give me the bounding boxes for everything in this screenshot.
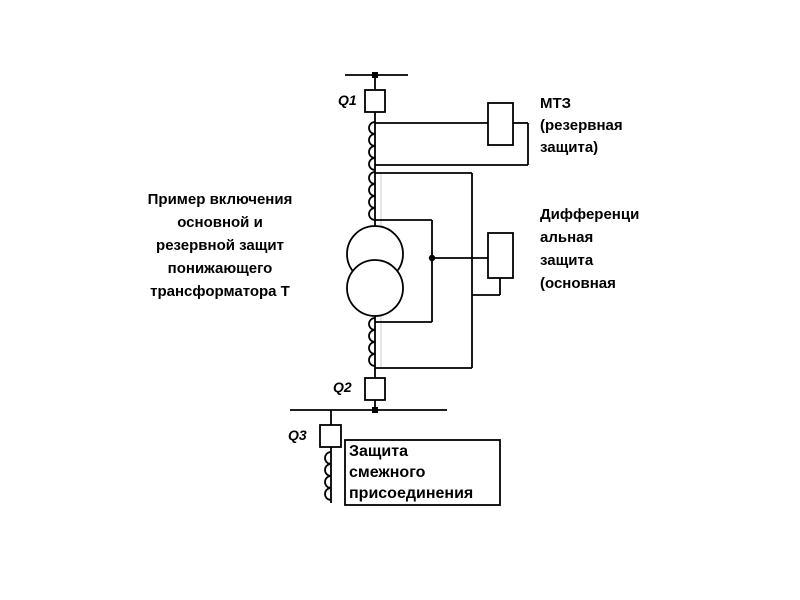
q1-breaker-symbol [364, 89, 386, 113]
transformer-secondary-circle [346, 259, 404, 317]
adjacent-protection-box [344, 439, 501, 506]
q3-label: Q3 [288, 427, 307, 443]
q1-label: Q1 [338, 92, 357, 108]
mtz-relay-label: МТЗ (резервная защита) [540, 95, 623, 156]
q3-breaker-symbol [319, 424, 342, 448]
ct2-winding-icon [368, 171, 376, 221]
mtz-relay-symbol [487, 102, 514, 146]
ct1-winding-icon [368, 121, 376, 171]
top-junction-dot [372, 72, 378, 78]
adjacent-protection-label: Защита смежного присоединения [349, 443, 474, 502]
diff-relay-label: Дифференци альная защита (основная [540, 206, 640, 292]
diagram-caption: Пример включения основной и резервной за… [147, 191, 293, 300]
bottom-junction-dot [372, 407, 378, 413]
ct4-winding-icon [324, 451, 332, 501]
diff-relay-symbol [487, 232, 514, 279]
q2-label: Q2 [333, 379, 352, 395]
q2-breaker-symbol [364, 377, 386, 401]
